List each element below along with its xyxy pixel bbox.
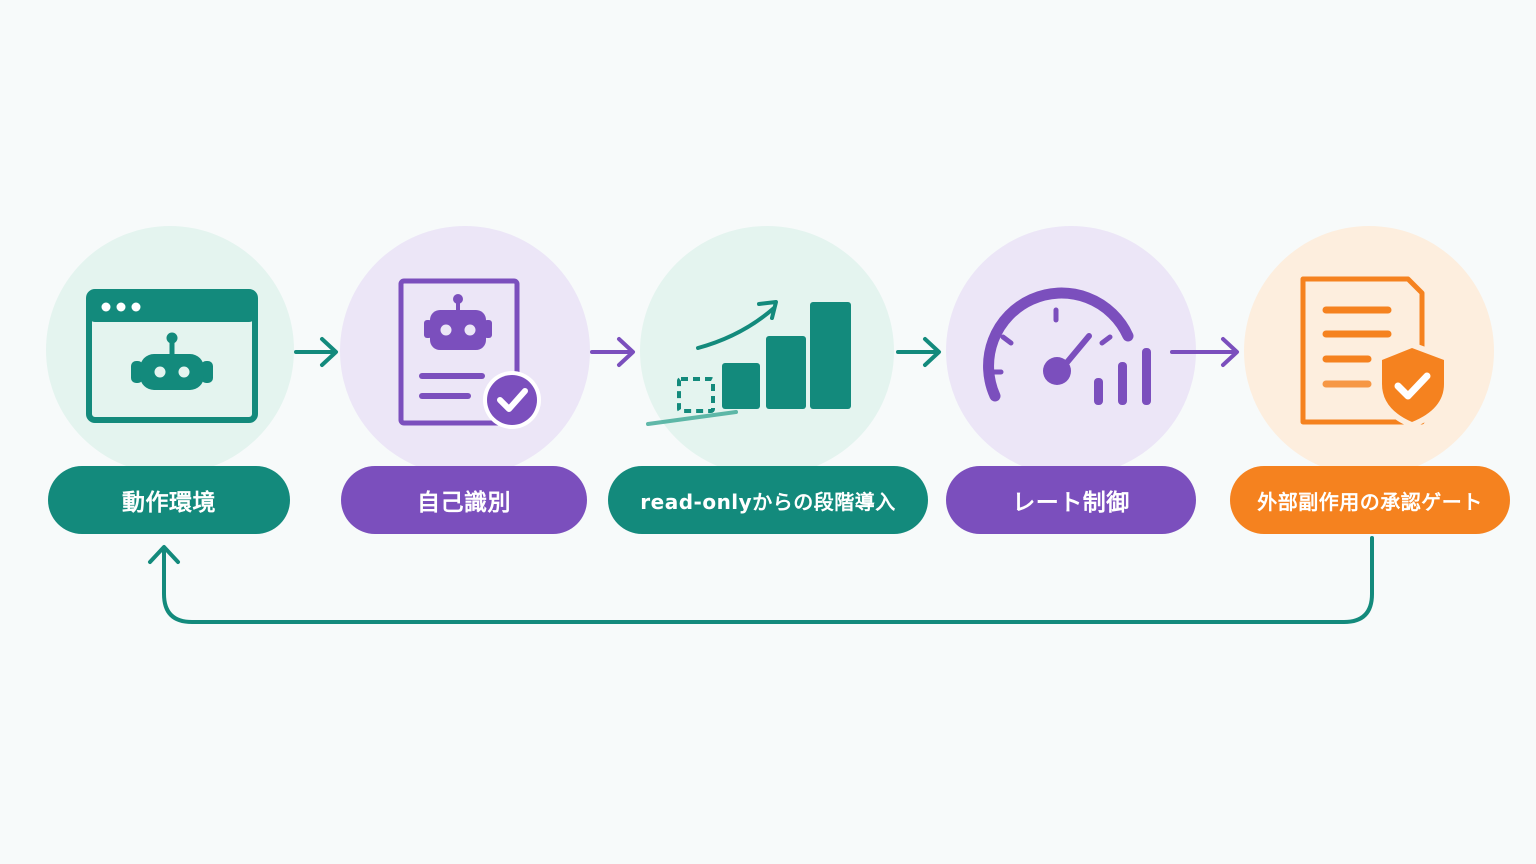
step-5-label: 外部副作用の承認ゲート [1230, 466, 1510, 534]
step-1-label: 動作環境 [48, 466, 290, 534]
speedometer-icon [983, 287, 1151, 405]
robot-document-check-icon [398, 278, 541, 429]
browser-robot-icon [86, 289, 258, 423]
step-2-circle [340, 226, 590, 476]
feedback-loop-arrow-icon [148, 536, 1374, 624]
arrow-4-to-5-icon [1170, 337, 1239, 367]
step-2-label: 自己識別 [341, 466, 587, 534]
arrow-2-to-3-icon [590, 337, 635, 367]
step-5-circle [1244, 226, 1494, 476]
arrow-1-to-2-icon [294, 337, 338, 367]
growth-bars-icon [646, 300, 851, 426]
step-3-label: read-onlyからの段階導入 [608, 466, 928, 534]
document-shield-check-icon [1300, 276, 1450, 428]
arrow-3-to-4-icon [896, 337, 941, 367]
step-4-label: レート制御 [946, 466, 1196, 534]
